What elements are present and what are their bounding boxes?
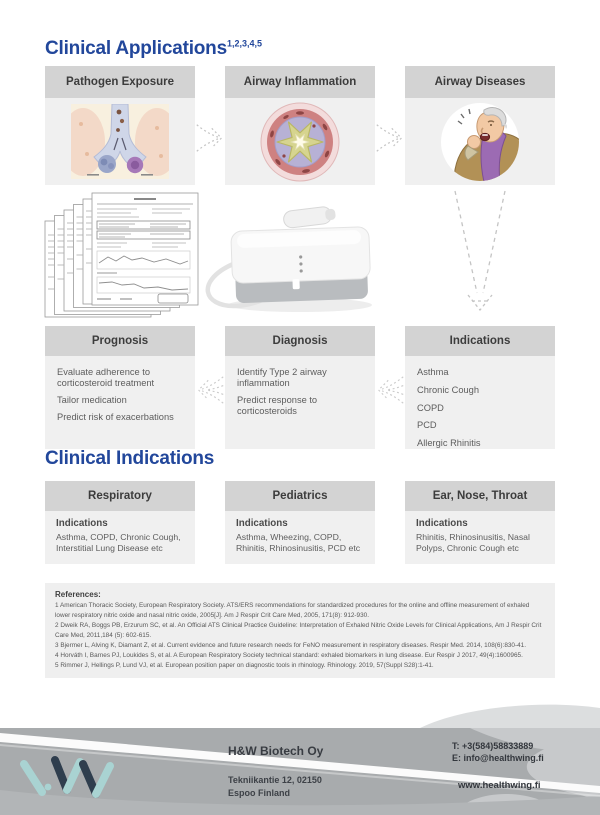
coughing-man-illustration <box>441 102 519 181</box>
prognosis-line: Predict risk of exacerbations <box>57 411 174 422</box>
indications-label: Indications <box>416 518 468 529</box>
dashed-arrow-left-icon <box>197 376 224 404</box>
card-indications: Indications Asthma Chronic Cough COPD PC… <box>405 326 555 449</box>
card-pediatrics: Pediatrics Indications Asthma, Wheezing,… <box>225 481 375 564</box>
indication-item: Chronic Cough <box>417 384 480 395</box>
page-title: Clinical Applications1,2,3,4,5 <box>45 38 262 60</box>
indications-text: Asthma, Wheezing, COPD, Rhinitis, Rhinos… <box>236 532 361 554</box>
card-prognosis: Prognosis Evaluate adherence to corticos… <box>45 326 195 449</box>
reference-item: 3 Bjermer L, Alving K, Diamant Z, et al.… <box>55 641 527 649</box>
card-ear-nose-throat: Ear, Nose, Throat Indications Rhinitis, … <box>405 481 555 564</box>
indications-text: Asthma, COPD, Chronic Cough, Interstitia… <box>56 532 181 554</box>
section-title-clinical-indications: Clinical Indications <box>45 448 215 469</box>
indications-text: Rhinitis, Rhinosinusitis, Nasal Polyps, … <box>416 532 530 554</box>
card-respiratory: Respiratory Indications Asthma, COPD, Ch… <box>45 481 195 564</box>
dashed-arrow-right-icon <box>196 124 223 152</box>
footer: H&W Biotech Oy Tekniikantie 12, 02150 Es… <box>0 728 600 815</box>
footer-email: E: info@healthwing.fi <box>452 753 544 763</box>
footer-address-line1: Tekniikantie 12, 02150 <box>228 775 322 785</box>
card-title: Airway Inflammation <box>225 66 375 98</box>
card-title: Pathogen Exposure <box>45 66 195 98</box>
footer-address-line2: Espoo Finland <box>228 788 290 798</box>
card-diagnosis: Diagnosis Identify Type 2 airway inflamm… <box>225 326 375 449</box>
references-title: References: <box>55 590 101 599</box>
references-panel: References: 1 American Thoracic Society,… <box>45 583 555 679</box>
stage-card-row: Pathogen Exposure <box>45 66 555 185</box>
indications-label: Indications <box>56 518 108 529</box>
diagnosis-line: Predict response to corticosteroids <box>237 395 318 417</box>
dashed-arrow-right-icon <box>376 124 403 152</box>
reference-item: 5 Rimmer J, Hellings P, Lund VJ, et al. … <box>55 661 434 669</box>
footer-wave-accent <box>420 704 600 728</box>
card-title: Diagnosis <box>225 326 375 356</box>
card-pathogen-exposure: Pathogen Exposure <box>45 66 195 185</box>
middle-imagery-band <box>0 185 600 325</box>
indication-item: COPD <box>417 402 444 413</box>
indication-item: PCD <box>417 420 437 431</box>
reference-item: 1 American Thoracic Society, European Re… <box>55 602 530 619</box>
indication-item: Asthma <box>417 367 449 377</box>
footer-company-name: H&W Biotech Oy <box>228 744 324 758</box>
card-title: Indications <box>405 326 555 356</box>
indication-item: Allergic Rhinitis <box>417 438 481 449</box>
airway-pathogen-illustration <box>71 104 169 179</box>
card-title: Ear, Nose, Throat <box>405 481 555 511</box>
card-airway-diseases: Airway Diseases <box>405 66 555 185</box>
card-airway-inflammation: Airway Inflammation <box>225 66 375 185</box>
reference-item: 4 Horváth I, Barnes PJ, Loukides S, et a… <box>55 651 523 659</box>
prognosis-line: Tailor medication <box>57 395 127 406</box>
card-title: Pediatrics <box>225 481 375 511</box>
airway-cross-section-illustration <box>260 102 340 181</box>
page-title-text: Clinical Applications <box>45 38 227 59</box>
footer-phone: T: +3(584)58833889 <box>452 741 534 751</box>
report-stack-image <box>44 192 199 318</box>
dashed-arrow-left-icon <box>377 376 404 404</box>
clinical-indication-card-row: Respiratory Indications Asthma, COPD, Ch… <box>45 481 555 564</box>
card-title: Prognosis <box>45 326 195 356</box>
card-title: Respiratory <box>45 481 195 511</box>
hw-healthwing-logo <box>20 756 114 798</box>
page-title-superscript: 1,2,3,4,5 <box>226 38 262 49</box>
result-card-row: Prognosis Evaluate adherence to corticos… <box>45 326 555 449</box>
diagnosis-line: Identify Type 2 airway inflammation <box>237 367 327 389</box>
reference-item: 2 Dweik RA, Boggs PB, Erzurum SC, et al.… <box>55 621 542 639</box>
card-title: Airway Diseases <box>405 66 555 98</box>
footer-background-swoosh <box>0 728 600 815</box>
feno-device-image <box>205 206 372 312</box>
dashed-arrow-down-icon <box>454 190 506 312</box>
prognosis-line: Evaluate adherence to corticosteroid tre… <box>57 367 155 389</box>
indications-label: Indications <box>236 518 288 529</box>
footer-website: www.healthwing.fi <box>458 780 541 791</box>
